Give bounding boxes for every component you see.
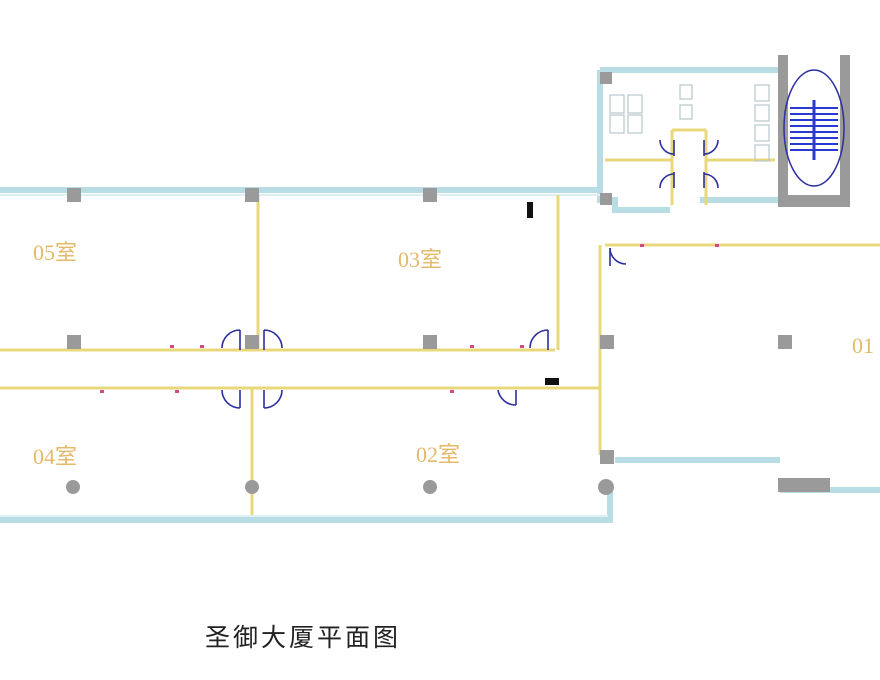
room-label-05: 05室 <box>33 240 77 265</box>
room-label-03: 03室 <box>398 247 442 272</box>
room-label-02: 02室 <box>416 442 460 467</box>
outer-wall-inner-line <box>0 194 608 517</box>
partitions <box>0 128 880 515</box>
equipment-blocks <box>527 202 559 385</box>
restroom-fixtures <box>609 84 770 162</box>
stairwell <box>783 69 845 187</box>
room-label-04: 04室 <box>33 444 77 469</box>
doors <box>221 139 719 409</box>
wall-marks <box>100 244 719 393</box>
plan-caption: 圣御大厦平面图 <box>205 623 402 652</box>
room-label-01: 01 <box>852 333 874 358</box>
columns <box>67 55 850 492</box>
round-columns <box>66 479 614 495</box>
